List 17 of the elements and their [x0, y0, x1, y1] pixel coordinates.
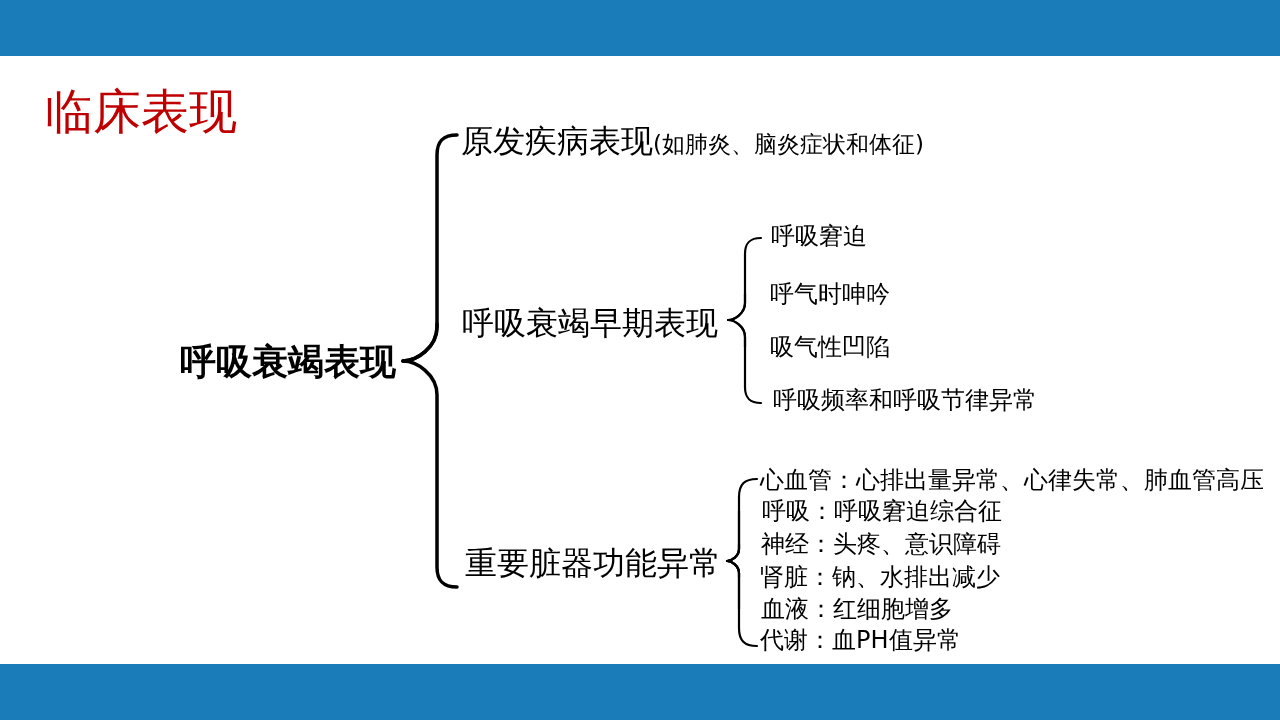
item-label: 神经：头疼、意识障碍 [761, 529, 1001, 559]
item-label: 呼吸：呼吸窘迫综合征 [762, 496, 1002, 526]
item-label: 代谢：血PH值异常 [760, 625, 961, 655]
item-label: 吸气性凹陷 [770, 332, 890, 362]
slide-title: 临床表现 [45, 83, 237, 141]
item-label: 呼吸窘迫 [771, 221, 867, 251]
item-label: 呼吸频率和呼吸节律异常 [773, 385, 1037, 415]
branch-label: 呼吸衰竭早期表现 [462, 305, 718, 343]
item-label: 血液：红细胞增多 [761, 594, 953, 624]
item-label: 呼气时呻吟 [770, 279, 890, 309]
item-label: 肾脏：钠、水排出减少 [760, 562, 1000, 592]
brace-line [725, 559, 759, 648]
branch-label: 重要脏器功能异常 [465, 545, 721, 583]
topic-label: 呼吸衰竭表现 [180, 340, 396, 384]
note-text: (如肺炎、脑炎症状和体征) [653, 131, 924, 158]
item-label: 心血管：心排出量异常、心律失常、肺血管高压 [760, 465, 1264, 495]
branch-label: 原发疾病表现 [461, 123, 653, 160]
